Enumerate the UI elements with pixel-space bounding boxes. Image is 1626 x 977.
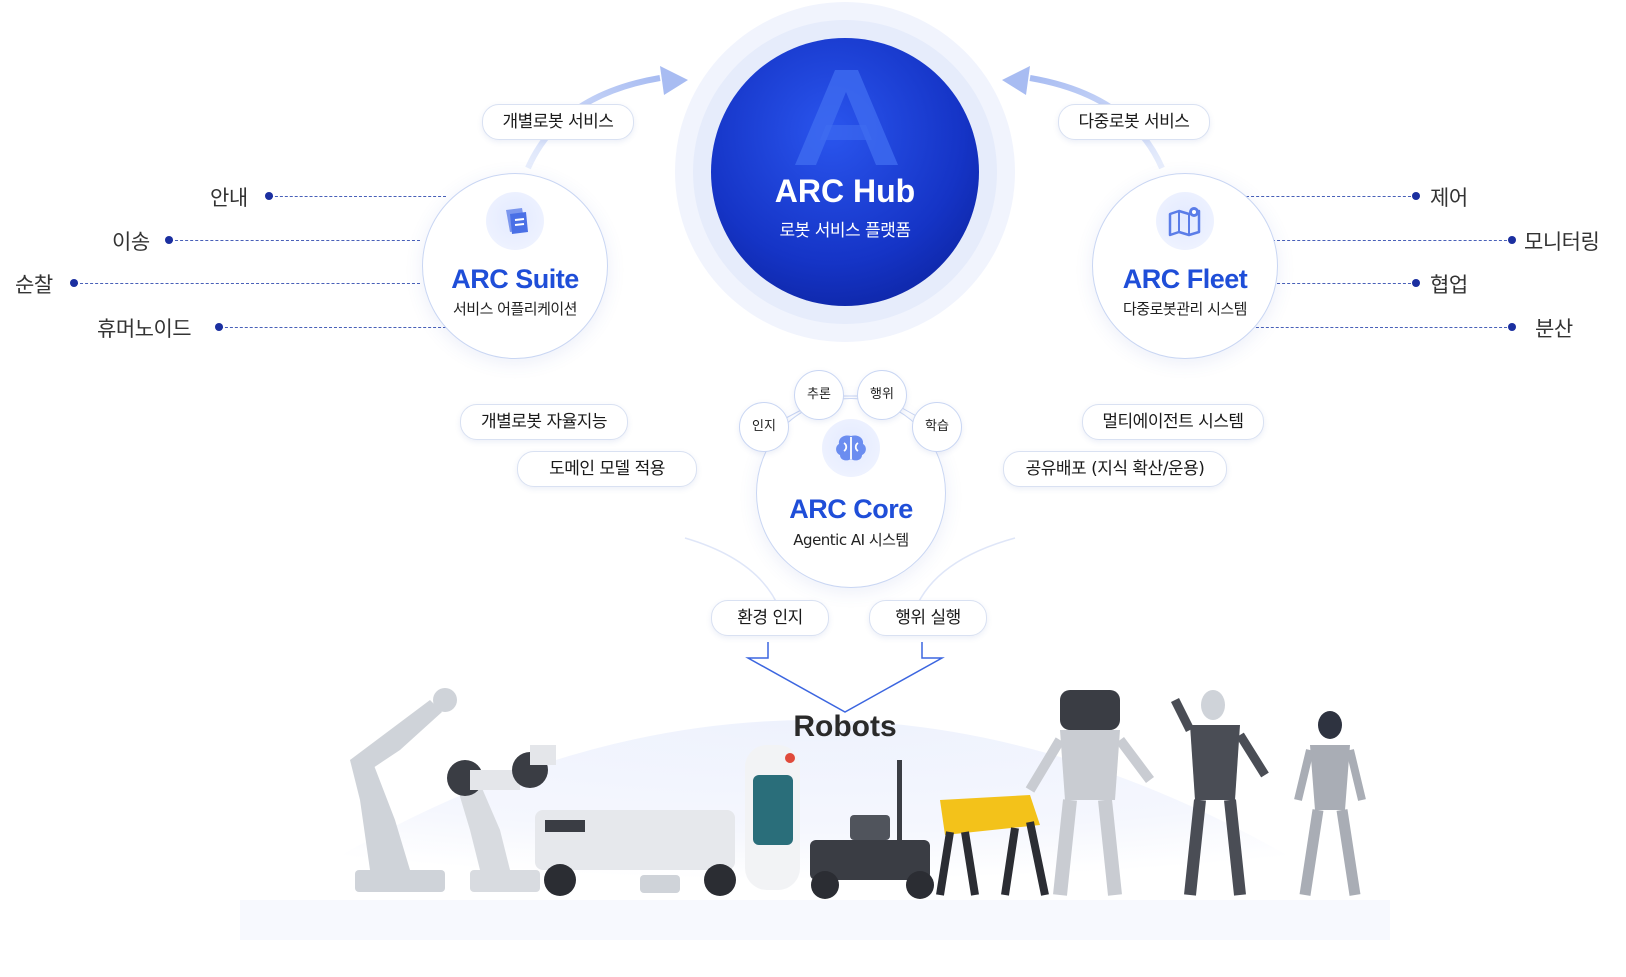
core-bubble-action: 행위 bbox=[857, 370, 907, 420]
robots-title: Robots bbox=[793, 710, 897, 743]
core-title: ARC Core bbox=[789, 494, 913, 524]
arrowhead-left bbox=[660, 66, 688, 95]
fleet-dot-4 bbox=[1508, 323, 1516, 331]
brain-icon bbox=[836, 435, 866, 461]
fleet-dot-3 bbox=[1412, 279, 1420, 287]
hub-node: ARC Hub 로봇 서비스 플랫폼 bbox=[711, 38, 979, 306]
document-icon bbox=[506, 208, 528, 234]
fleet-line-3 bbox=[1272, 283, 1416, 284]
pill-individual-service: 개별로봇 서비스 bbox=[482, 104, 634, 140]
suite-line-1 bbox=[270, 196, 446, 197]
suite-node: ARC Suite 서비스 어플리케이션 bbox=[422, 173, 608, 359]
suite-item-guide: 안내 bbox=[210, 186, 248, 210]
suite-item-transport: 이송 bbox=[112, 230, 150, 254]
robots-arrow bbox=[745, 642, 945, 713]
suite-icon-bubble bbox=[486, 192, 544, 250]
pill-multi-agent: 멀티에이전트 시스템 bbox=[1082, 404, 1264, 440]
robots-floor bbox=[240, 900, 1390, 940]
core-icon-bubble bbox=[822, 419, 880, 477]
fleet-line-2 bbox=[1272, 240, 1512, 241]
core-bubble-learning: 학습 bbox=[912, 402, 962, 452]
suite-dot-3 bbox=[70, 279, 78, 287]
fleet-dot-2 bbox=[1508, 236, 1516, 244]
fleet-item-control: 제어 bbox=[1430, 186, 1468, 210]
pill-domain-model: 도메인 모델 적용 bbox=[517, 451, 697, 487]
robot-industrial-arm bbox=[350, 688, 457, 892]
hub-logo-bar bbox=[820, 125, 872, 140]
map-pin-icon bbox=[1168, 207, 1201, 237]
suite-dot-2 bbox=[165, 236, 173, 244]
robot-collaborative-arm bbox=[447, 745, 556, 892]
fleet-icon-bubble bbox=[1156, 192, 1214, 250]
suite-dot-1 bbox=[265, 192, 273, 200]
robot-quadruped bbox=[936, 795, 1049, 896]
hub-title: ARC Hub bbox=[774, 173, 916, 209]
robot-humanoid-unitree bbox=[1170, 690, 1269, 896]
pill-env-perception: 환경 인지 bbox=[711, 600, 829, 636]
suite-line-3 bbox=[75, 283, 420, 284]
fleet-subtitle: 다중로봇관리 시스템 bbox=[1123, 300, 1247, 318]
core-curve-left bbox=[684, 537, 781, 611]
hub-subtitle: 로봇 서비스 플랫폼 bbox=[779, 221, 911, 241]
suite-item-patrol: 순찰 bbox=[15, 273, 53, 297]
fleet-item-monitoring: 모니터링 bbox=[1524, 230, 1600, 254]
fleet-node: ARC Fleet 다중로봇관리 시스템 bbox=[1092, 173, 1278, 359]
suite-item-humanoid: 휴머노이드 bbox=[97, 317, 192, 341]
fleet-line-4 bbox=[1246, 327, 1512, 328]
pill-multi-service: 다중로봇 서비스 bbox=[1058, 104, 1210, 140]
suite-line-2 bbox=[170, 240, 420, 241]
fleet-line-1 bbox=[1246, 196, 1416, 197]
hub-logo-mark bbox=[795, 70, 898, 165]
core-subtitle: Agentic AI 시스템 bbox=[793, 531, 909, 549]
robot-mobile-platform bbox=[535, 810, 736, 896]
pill-shared-deploy: 공유배포 (지식 확산/운용) bbox=[1003, 451, 1227, 487]
core-curve-right bbox=[914, 537, 1016, 611]
fleet-dot-1 bbox=[1412, 192, 1420, 200]
robot-humanoid-silver bbox=[1294, 711, 1366, 896]
hub-core bbox=[711, 38, 979, 306]
fleet-item-collaboration: 협업 bbox=[1430, 273, 1468, 297]
fleet-item-distribution: 분산 bbox=[1535, 317, 1573, 341]
pill-individual-autonomy: 개별로봇 자율지능 bbox=[460, 404, 628, 440]
pill-action-exec: 행위 실행 bbox=[869, 600, 987, 636]
robot-guide-kiosk bbox=[745, 745, 800, 890]
arrowhead-right bbox=[1002, 66, 1030, 95]
robot-rover bbox=[810, 760, 934, 899]
fleet-title: ARC Fleet bbox=[1122, 264, 1248, 294]
suite-subtitle: 서비스 어플리케이션 bbox=[453, 300, 577, 318]
suite-dot-4 bbox=[215, 323, 223, 331]
suite-line-4 bbox=[220, 327, 446, 328]
robot-humanoid-atlas bbox=[1025, 690, 1154, 896]
core-bubble-reasoning: 추론 bbox=[794, 370, 844, 420]
suite-title: ARC Suite bbox=[451, 264, 579, 294]
core-bubble-perception: 인지 bbox=[739, 402, 789, 452]
